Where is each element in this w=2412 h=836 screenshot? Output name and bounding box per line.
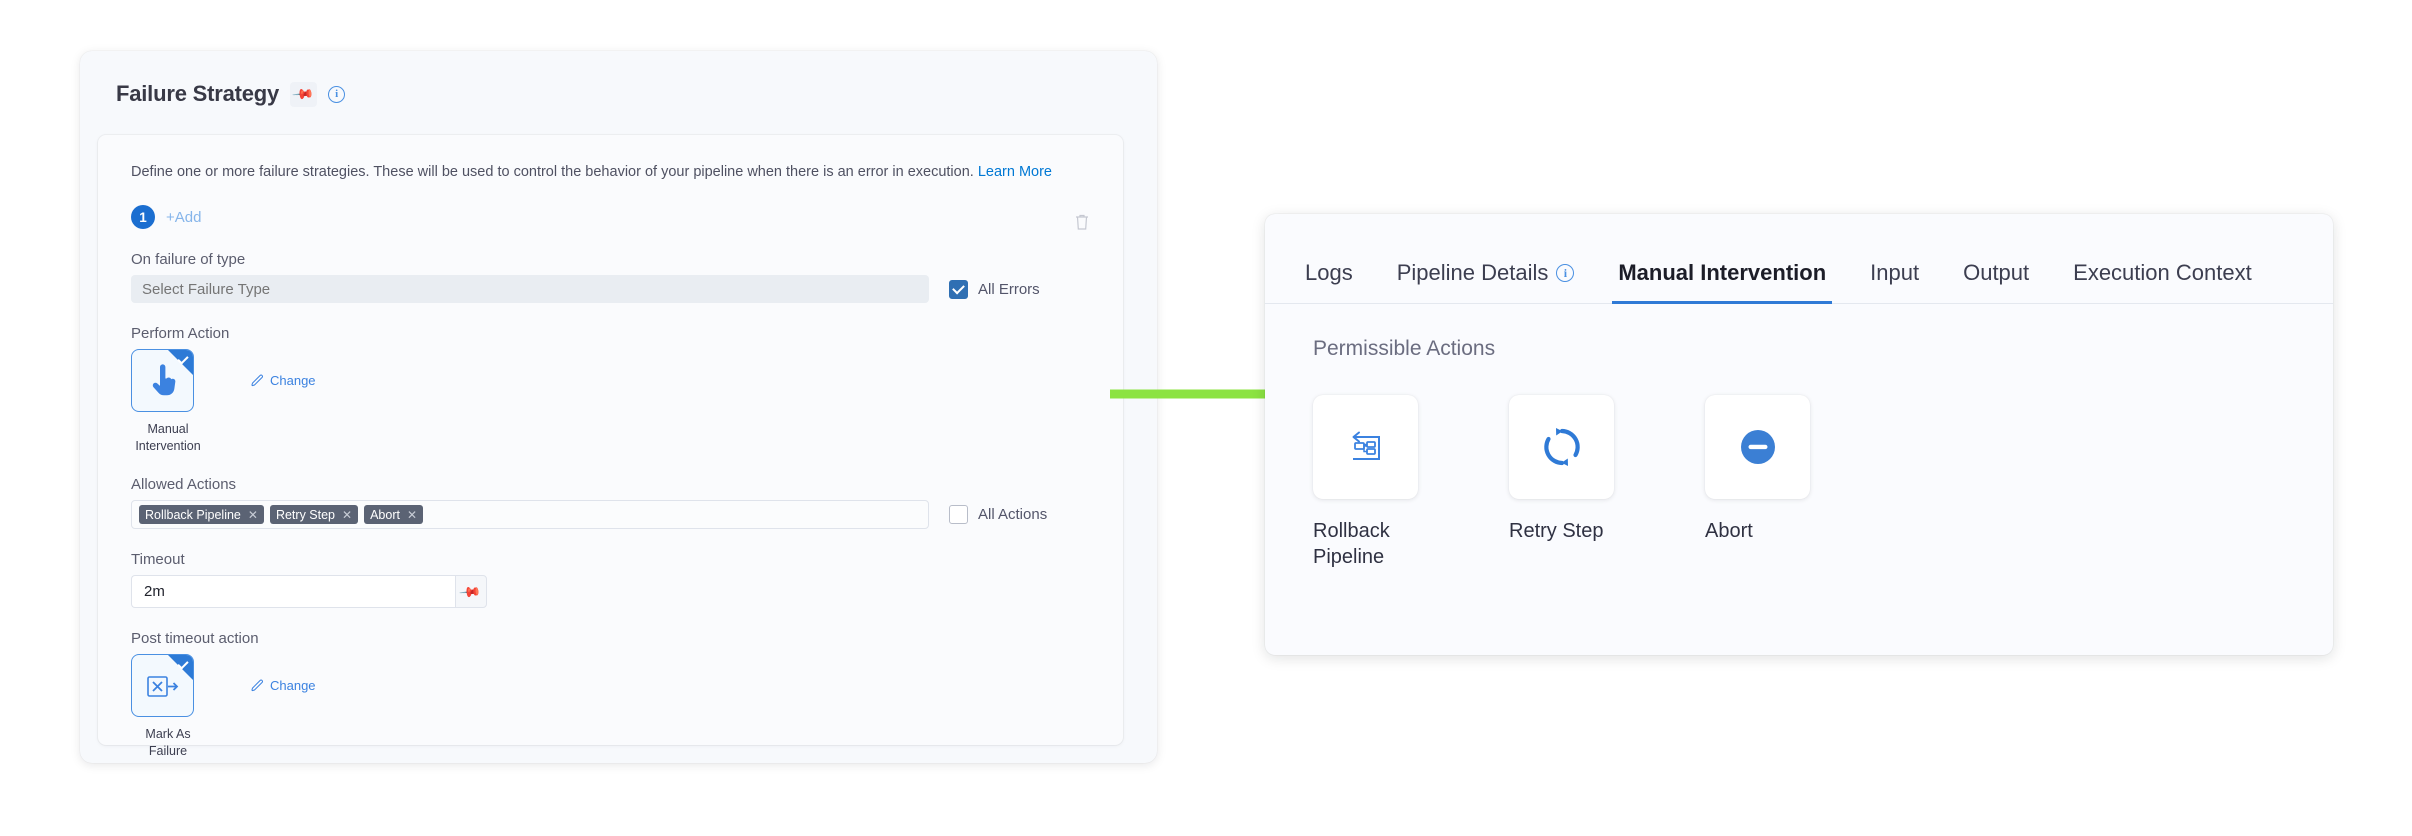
timeout-pin-button[interactable]: 📌 (455, 575, 487, 609)
all-actions-checkbox[interactable] (949, 505, 968, 525)
pointing-hand-icon (152, 364, 175, 396)
chip-rollback-pipeline[interactable]: Rollback Pipeline ✕ (139, 505, 264, 525)
strategy-card: Define one or more failure strategies. T… (98, 135, 1123, 758)
description-text: Define one or more failure strategies. T… (131, 162, 1090, 182)
action-tile[interactable] (1705, 395, 1810, 499)
tab-label: Manual Intervention (1618, 260, 1827, 285)
info-icon[interactable]: i (1556, 264, 1575, 282)
rollback-pipeline-icon (1352, 431, 1380, 460)
all-errors-checkbox-wrap[interactable]: All Errors (949, 279, 1040, 299)
strategy-index-badge[interactable]: 1 (131, 205, 155, 230)
timeout-row: 📌 (131, 575, 1090, 609)
failure-type-row: All Errors (131, 275, 1090, 304)
all-actions-checkbox-wrap[interactable]: All Actions (949, 505, 1048, 525)
action-abort[interactable]: Abort (1705, 395, 1901, 570)
info-icon[interactable]: i (328, 85, 346, 103)
pin-icon: 📌 (291, 82, 316, 106)
tab-label: Input (1870, 260, 1920, 285)
action-tile[interactable] (1509, 395, 1614, 499)
retry-refresh-icon (1543, 428, 1580, 466)
tab-label: Output (1963, 260, 2030, 285)
chip-label: Retry Step (275, 507, 336, 522)
all-actions-label: All Actions (978, 506, 1048, 524)
panel-header: Failure Strategy 📌 i (80, 51, 1157, 113)
manual-intervention-caption: Manual Intervention (135, 422, 201, 453)
change-label: Change (270, 373, 316, 389)
tab-label: Execution Context (2073, 260, 2252, 285)
page-title: Failure Strategy (116, 81, 280, 106)
allowed-actions-label: Allowed Actions (131, 476, 237, 494)
tab-input[interactable]: Input (1848, 260, 1941, 303)
action-tile[interactable] (1313, 395, 1418, 499)
perform-action-row: Manual Intervention Change (131, 349, 1090, 454)
failure-type-input[interactable] (131, 275, 929, 304)
tab-manual-intervention[interactable]: Manual Intervention (1596, 260, 1848, 304)
action-label: Abort (1705, 520, 1753, 542)
pin-icon: 📌 (459, 580, 483, 604)
pencil-icon (251, 679, 264, 692)
selected-check-icon (168, 350, 193, 376)
mark-as-failure-icon (146, 675, 178, 697)
abort-minus-circle-icon (1740, 430, 1775, 464)
tab-bar: Logs Pipeline Details i Manual Intervent… (1265, 214, 2333, 304)
permissible-actions-title: Permissible Actions (1313, 337, 1496, 360)
post-timeout-row: Mark As Failure Change (131, 654, 1090, 759)
change-label: Change (270, 678, 316, 694)
change-perform-action-button[interactable]: Change (251, 373, 316, 388)
tab-pipeline-details[interactable]: Pipeline Details i (1375, 260, 1597, 303)
mark-as-failure-tile[interactable] (131, 654, 194, 718)
tab-label: Logs (1305, 260, 1353, 285)
strategy-add-row: 1 +Add (131, 205, 1090, 230)
manual-intervention-tile[interactable] (131, 349, 194, 413)
add-strategy-button[interactable]: +Add (166, 208, 202, 226)
chip-remove-icon[interactable]: ✕ (342, 507, 353, 522)
tab-execution-context[interactable]: Execution Context (2051, 260, 2274, 303)
post-timeout-label: Post timeout action (131, 630, 259, 648)
pencil-icon (251, 374, 264, 387)
timeout-input[interactable] (131, 575, 455, 609)
tab-label: Pipeline Details (1396, 260, 1549, 285)
post-timeout-tile-block: Mark As Failure (131, 654, 205, 759)
chip-abort[interactable]: Abort ✕ (364, 505, 424, 525)
chip-retry-step[interactable]: Retry Step ✕ (269, 505, 359, 525)
mark-as-failure-caption: Mark As Failure (145, 727, 191, 758)
perform-action-label: Perform Action (131, 325, 230, 343)
tab-logs[interactable]: Logs (1305, 260, 1375, 303)
action-rollback-pipeline[interactable]: Rollback Pipeline (1313, 395, 1509, 570)
perform-action-tile-block: Manual Intervention (131, 349, 205, 454)
all-errors-label: All Errors (978, 280, 1040, 298)
on-failure-label: On failure of type (131, 251, 246, 269)
tab-output[interactable]: Output (1941, 260, 2051, 303)
allowed-actions-row: Rollback Pipeline ✕ Retry Step ✕ Abort ✕ (131, 500, 1090, 530)
change-post-timeout-button[interactable]: Change (251, 678, 316, 693)
selected-check-icon (168, 655, 193, 681)
description-body: Define one or more failure strategies. T… (131, 164, 974, 180)
permissible-actions-grid: Rollback Pipeline Retry Step (1265, 361, 2333, 570)
chip-remove-icon[interactable]: ✕ (247, 507, 258, 522)
learn-more-link[interactable]: Learn More (977, 164, 1052, 180)
all-errors-checkbox[interactable] (949, 279, 968, 299)
chip-remove-icon[interactable]: ✕ (406, 507, 418, 522)
timeout-label: Timeout (131, 551, 185, 569)
allowed-actions-input[interactable]: Rollback Pipeline ✕ Retry Step ✕ Abort ✕ (131, 500, 929, 530)
action-retry-step[interactable]: Retry Step (1509, 395, 1705, 570)
execution-detail-panel: Logs Pipeline Details i Manual Intervent… (1265, 214, 2333, 655)
failure-strategy-panel: Failure Strategy 📌 i Define one or more … (80, 51, 1157, 763)
trash-icon[interactable] (1074, 213, 1090, 231)
action-label: Retry Step (1509, 520, 1604, 542)
action-label: Rollback Pipeline (1313, 520, 1390, 568)
pin-button[interactable]: 📌 (290, 81, 318, 107)
chip-label: Rollback Pipeline (145, 507, 241, 522)
chip-label: Abort (370, 507, 400, 522)
